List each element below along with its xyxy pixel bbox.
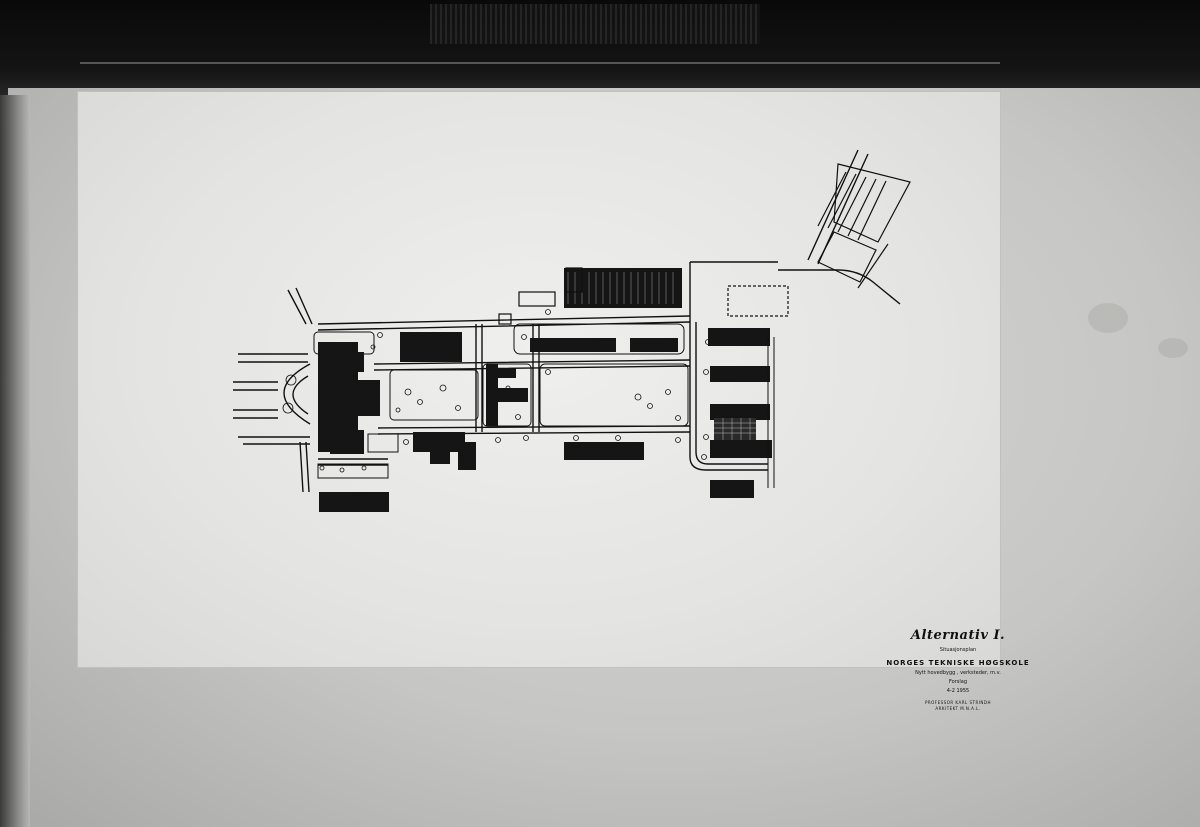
outline-buildings — [498, 267, 789, 325]
stain — [1088, 303, 1128, 333]
lawn-blocks — [313, 323, 689, 479]
board-edge — [0, 95, 30, 827]
plan-title: Alternativ I. — [910, 628, 1006, 643]
top-texture-strip — [430, 4, 760, 44]
title-block: Alternativ I. Situasjonsplan NORGES TEKN… — [878, 628, 1038, 711]
road-network — [233, 149, 901, 493]
top-rule — [80, 62, 1000, 64]
buildings — [318, 268, 772, 512]
project-line: Nytt hovedbygg , verksteder, m.v. — [915, 670, 1001, 676]
date-line: 4-2 1955 — [946, 688, 970, 694]
signature-line-2: ARKITEKT M.N.A.L. — [935, 706, 981, 711]
proposal-line: Forslag — [948, 679, 968, 685]
connector-spine — [767, 337, 775, 488]
rail-depot — [817, 163, 911, 289]
signature-line-1: PROFESSOR KARL STRINDH — [924, 700, 992, 705]
courtyard-grid — [714, 418, 756, 440]
hatched-courtyard — [714, 418, 756, 440]
drawing-sheet: Alternativ I. Situasjonsplan NORGES TEKN… — [78, 92, 1029, 711]
stain — [1158, 338, 1188, 358]
plan-subtitle: Situasjonsplan — [939, 647, 977, 653]
site-plan — [233, 149, 911, 512]
institution-name: NORGES TEKNISKE HØGSKOLE — [886, 659, 1030, 667]
